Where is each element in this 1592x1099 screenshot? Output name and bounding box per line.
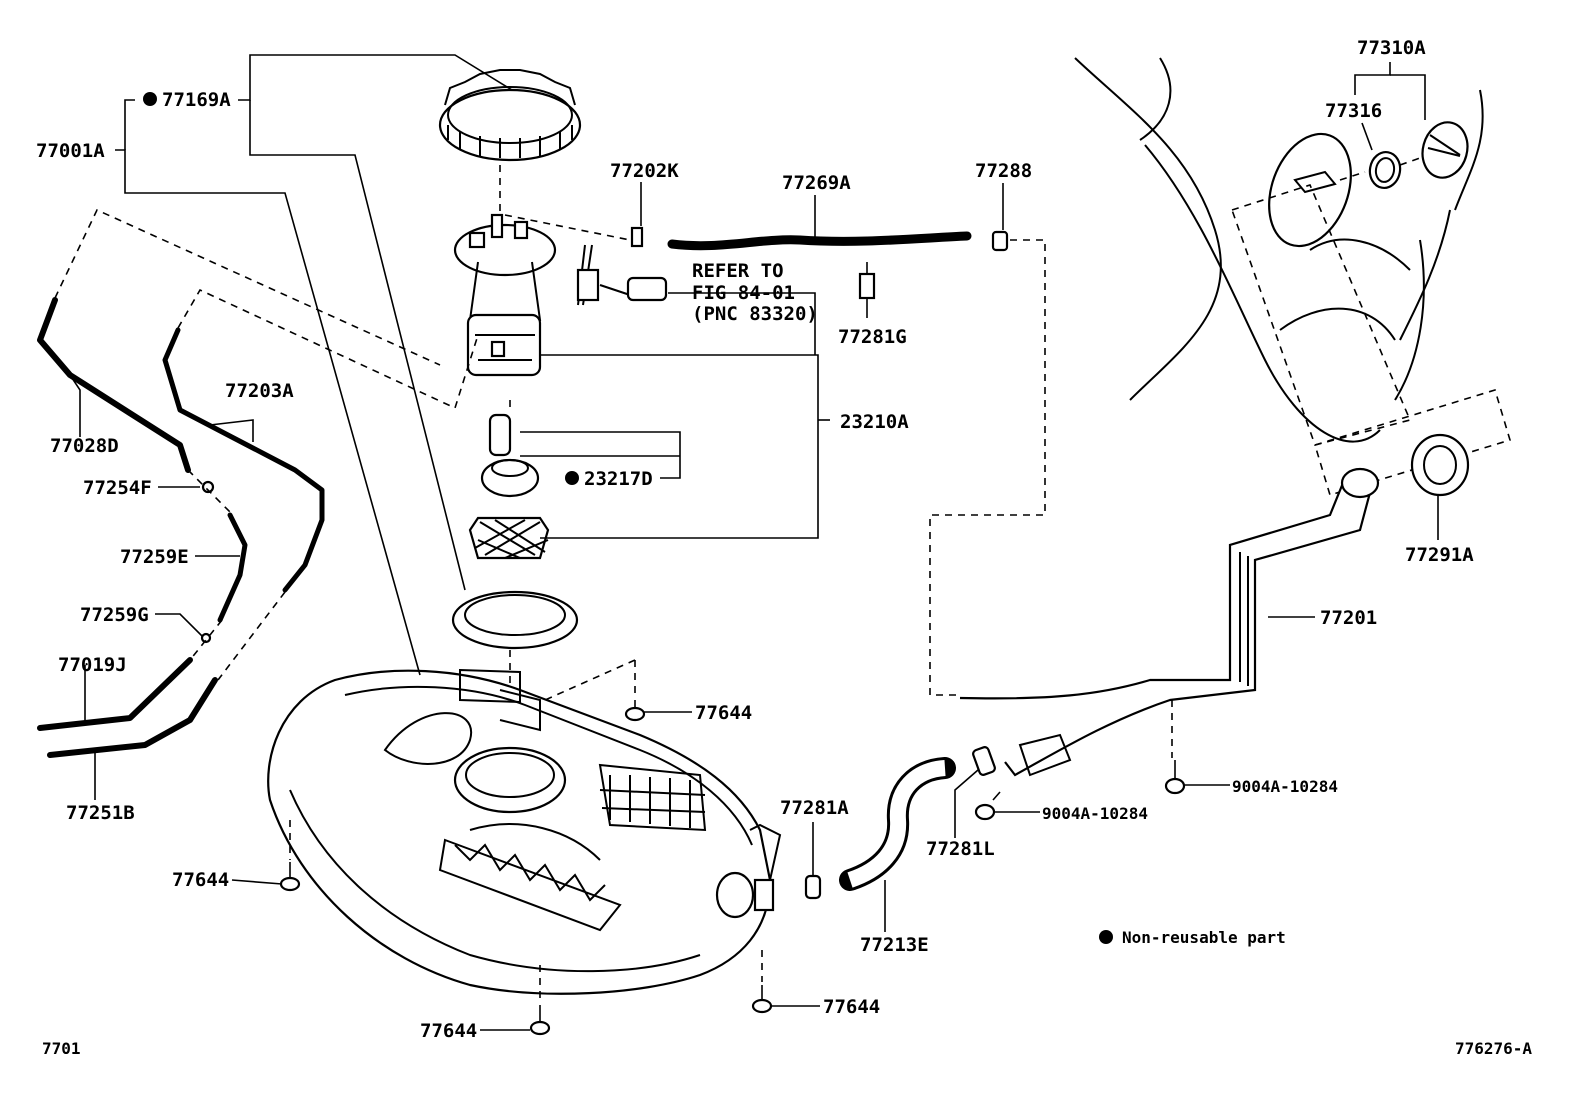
connector-77254F [201,480,215,494]
label-77001A: 77001A [36,140,105,162]
label-77201: 77201 [1320,607,1377,629]
non-reusable-dot-23217D [565,471,579,485]
fuel-lid [1268,132,1352,248]
label-77281G: 77281G [838,326,907,348]
body-panel-outline [1074,57,1484,443]
label-77203A: 77203A [225,380,294,402]
tube-77019J [37,657,193,731]
legend-dot [1099,930,1113,944]
label-77213E: 77213E [860,934,929,956]
tube-77269A [667,231,972,251]
clamp-77281L [972,746,996,776]
clamp-77281G [858,272,876,300]
tube-77251B [47,677,218,758]
filler-neck-gasket-77291A [1410,433,1470,497]
label-77251B: 77251B [66,802,135,824]
label-refer-line3: (PNC 83320) [692,303,818,325]
screw-9004A-10284 [974,760,1186,821]
fuel-tank-77001A [267,668,782,995]
clamp-77281A [804,874,822,900]
fuel-cap-77310A [1421,121,1469,179]
non-reusable-dot-77169A [143,92,157,106]
tube-77259E [217,512,248,623]
footer-right-code: 776276-A [1455,1039,1532,1058]
footer-left-code: 7701 [42,1039,81,1058]
label-refer-line2: FIG 84-01 [692,282,795,304]
label-23210A: 23210A [840,411,909,433]
leader-lines [69,54,1426,1031]
label-77259E: 77259E [120,546,189,568]
label-77644-left: 77644 [172,869,229,891]
clip-77202K [630,226,644,248]
filler-pipe-77201 [959,467,1380,777]
label-77281L: 77281L [926,838,995,860]
clamp-77288 [991,230,1009,252]
tank-inlet [715,871,775,919]
legend-label: Non-reusable part [1122,928,1286,947]
label-9004A-10284-right: 9004A-10284 [1232,777,1338,796]
label-77028D: 77028D [50,435,119,457]
label-77259G: 77259G [80,604,149,626]
label-77288: 77288 [975,160,1032,182]
label-9004A-10284-left: 9004A-10284 [1042,804,1148,823]
label-77202K: 77202K [610,160,679,182]
retainer-ring-77169A [438,69,582,162]
label-77269A: 77269A [782,172,851,194]
label-77316: 77316 [1325,100,1382,122]
pump-filter-screen [468,516,550,560]
label-77281A: 77281A [780,797,849,819]
clip-77259G [200,632,212,644]
label-77169A: 77169A [162,89,231,111]
label-77644-bottom-right: 77644 [823,996,880,1018]
label-77254F: 77254F [83,477,152,499]
fuel-sender-gauge [576,244,668,306]
tank-gasket [451,590,579,650]
label-refer-line1: REFER TO [692,260,784,282]
tube-77203A [162,327,325,593]
fuel-filter [480,413,540,498]
bolt-77644 [279,700,773,1036]
label-77019J: 77019J [58,654,127,676]
label-77310A: 77310A [1357,37,1426,59]
fuel-pump-assembly-23210A [453,213,557,377]
label-77644-bottom: 77644 [420,1020,477,1042]
label-77644-top: 77644 [695,702,752,724]
gasket-77316 [1368,150,1402,190]
label-77291A: 77291A [1405,544,1474,566]
label-23217D: 23217D [584,468,653,490]
